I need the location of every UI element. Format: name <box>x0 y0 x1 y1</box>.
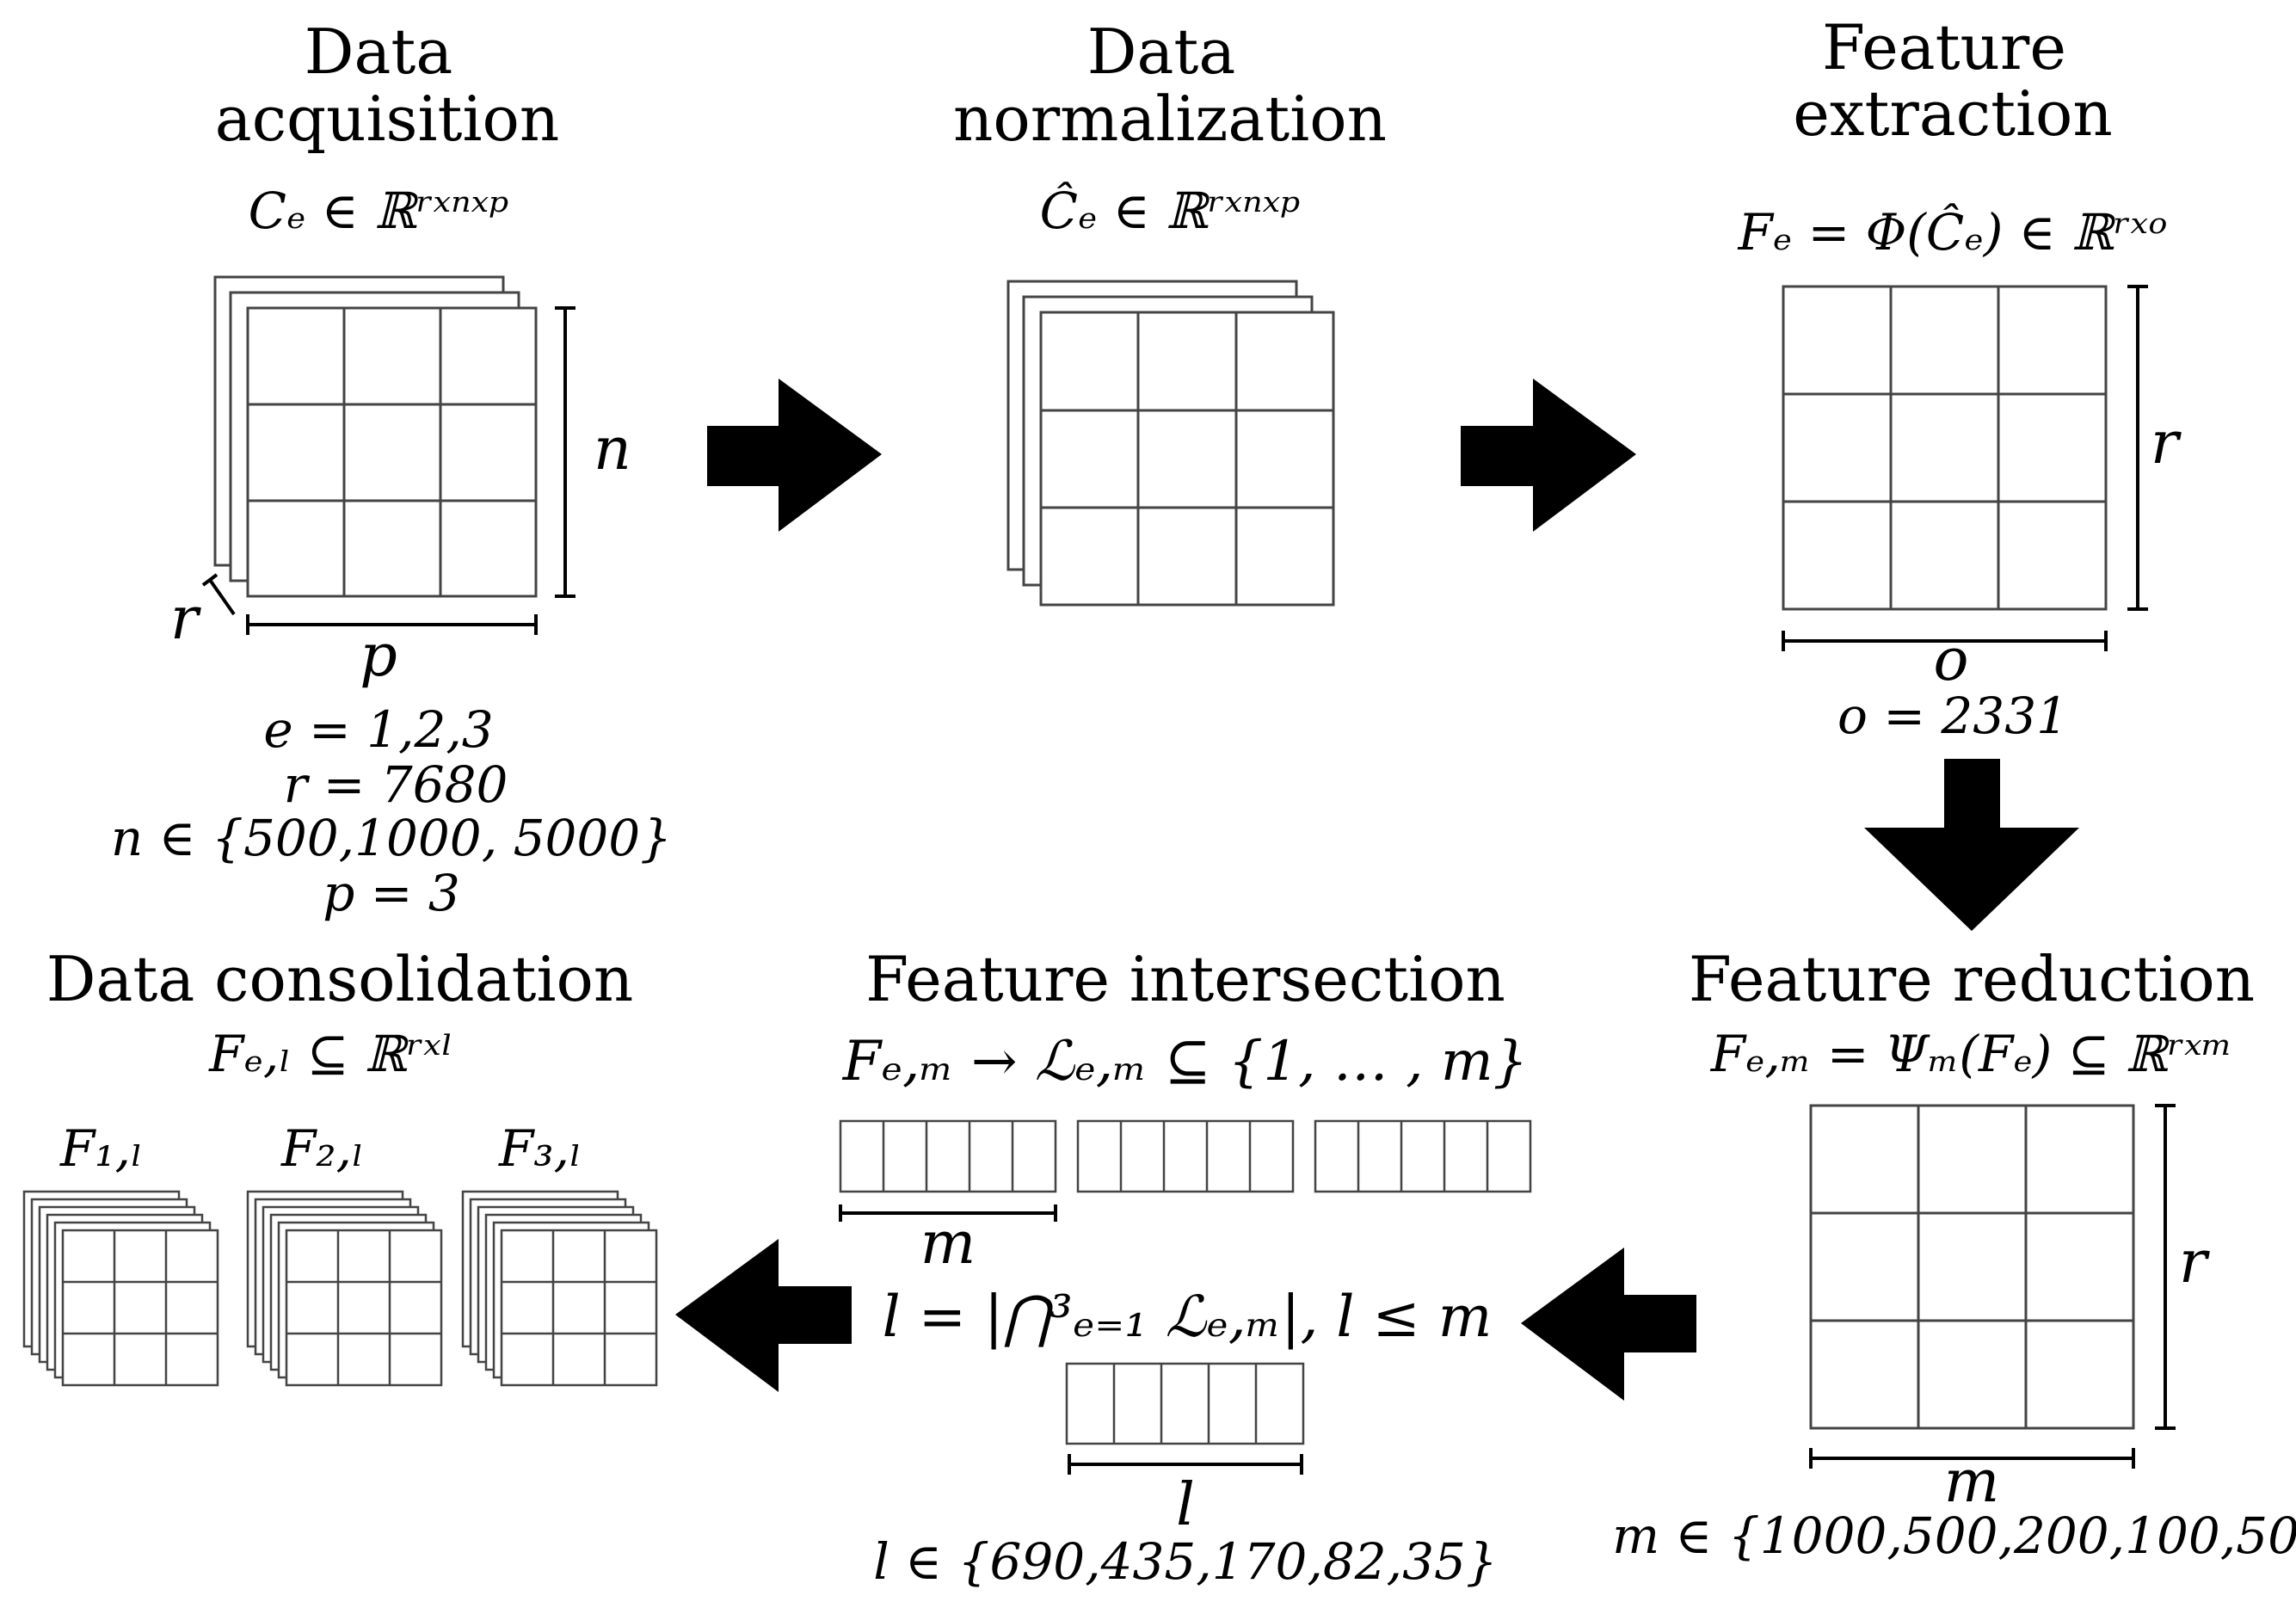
label-vector-3 <box>1314 1119 1532 1193</box>
normalization-title-line2: normalization <box>953 83 1387 155</box>
reduction-formula: Fₑ,ₘ = Ψₘ(Fₑ) ⊆ ℝʳˣᵐ <box>1710 1025 2233 1083</box>
dim-m-bracket-intersection <box>839 1204 1057 1222</box>
dim-l-bracket <box>1068 1454 1303 1475</box>
consolidation-title: Data consolidation <box>46 943 634 1015</box>
param-e: e = 1,2,3 <box>263 700 493 759</box>
acquisition-title-line2: acquisition <box>215 83 559 155</box>
dim-m-bracket-reduction <box>1809 1448 2135 1469</box>
dim-r-label-extraction: r <box>2151 410 2182 477</box>
arrow-left-2 <box>675 1239 852 1392</box>
intersection-size-formula: l = |⋂³ₑ₌₁ ℒₑ,ₘ|, l ≤ m <box>883 1284 1493 1350</box>
param-m: m ∈ {1000,500,200,100,50} <box>1612 1506 2296 1565</box>
dim-n-label: n <box>594 416 631 484</box>
arrow-right-1 <box>707 379 882 532</box>
label-vector-1 <box>839 1119 1057 1193</box>
arrow-down <box>1864 759 2079 931</box>
label-vector-2 <box>1076 1119 1295 1193</box>
dim-r-bracket <box>201 573 236 616</box>
dim-o-bracket <box>1782 631 2108 651</box>
dim-n-bracket <box>555 306 576 598</box>
stage-intersection: Feature intersection Fₑ,ₘ → ℒₑ,ₘ ⊆ {1, …… <box>839 943 1532 1591</box>
consolidated-stack-2 <box>246 1190 443 1387</box>
intersection-vector <box>1065 1362 1305 1445</box>
feature-matrix-extraction <box>1782 285 2108 611</box>
param-o: o = 2331 <box>1837 687 2068 745</box>
stage-extraction: Feature extraction Fₑ = Φ(Ĉₑ) ∈ ℝʳˣᵒ r o… <box>1738 11 2182 745</box>
param-p: p = 3 <box>323 864 460 922</box>
consolidated-label-2: F₂,ₗ <box>280 1119 364 1178</box>
tensor-stack-acquisition <box>213 275 538 598</box>
intersection-formula: Fₑ,ₘ → ℒₑ,ₘ ⊆ {1, … , m} <box>842 1030 1528 1094</box>
param-n: n ∈ {500,1000, 5000} <box>111 809 672 867</box>
dim-m-label-intersection: m <box>920 1210 976 1278</box>
extraction-title-line2: extraction <box>1793 77 2113 150</box>
dim-o-label: o <box>1934 626 1969 694</box>
intersection-title: Feature intersection <box>865 943 1505 1015</box>
dim-r-label: r <box>170 585 201 653</box>
stage-consolidation: Data consolidation Fₑ,ₗ ⊆ ℝʳˣˡ F₁,ₗ F₂,ₗ… <box>22 943 658 1387</box>
extraction-title-line1: Feature <box>1822 11 2066 83</box>
extraction-formula: Fₑ = Φ(Ĉₑ) ∈ ℝʳˣᵒ <box>1738 203 2168 262</box>
param-l: l ∈ {690,435,170,82,35} <box>873 1532 1498 1591</box>
tensor-stack-normalization <box>1006 280 1335 607</box>
stage-normalization: Data normalization Ĉₑ ∈ ℝʳˣⁿˣᵖ <box>953 15 1387 607</box>
dim-m-label-reduction: m <box>1944 1448 1999 1516</box>
stage-acquisition: Data acquisition Cₑ ∈ ℝʳˣⁿˣᵖ n r <box>111 15 672 922</box>
reduction-title: Feature reduction <box>1689 943 2255 1015</box>
consolidated-stack-1 <box>22 1190 219 1387</box>
acquisition-title-line1: Data <box>305 15 453 88</box>
arrow-right-2 <box>1461 379 1636 532</box>
normalization-title-line1: Data <box>1087 15 1236 88</box>
normalization-formula: Ĉₑ ∈ ℝʳˣⁿˣᵖ <box>1040 182 1301 240</box>
dim-l-label: l <box>1176 1471 1195 1539</box>
dim-r-bracket-reduction <box>2155 1104 2176 1430</box>
dim-p-label: p <box>360 622 397 690</box>
consolidation-formula: Fₑ,ₗ ⊆ ℝʳˣˡ <box>208 1025 453 1083</box>
dim-r-label-reduction: r <box>2179 1229 2210 1297</box>
feature-matrix-reduction <box>1809 1104 2135 1430</box>
consolidated-stack-3 <box>461 1190 658 1387</box>
stage-reduction: Feature reduction Fₑ,ₘ = Ψₘ(Fₑ) ⊆ ℝʳˣᵐ r… <box>1612 943 2296 1565</box>
acquisition-formula: Cₑ ∈ ℝʳˣⁿˣᵖ <box>249 182 509 240</box>
consolidated-label-3: F₃,ₗ <box>498 1119 582 1178</box>
tensor-front-grid <box>246 306 538 598</box>
dim-p-bracket <box>246 614 538 635</box>
consolidated-label-1: F₁,ₗ <box>59 1119 143 1178</box>
arrow-left-1 <box>1521 1248 1696 1401</box>
param-r: r = 7680 <box>284 755 508 814</box>
dim-r-bracket-extraction <box>2127 285 2148 611</box>
